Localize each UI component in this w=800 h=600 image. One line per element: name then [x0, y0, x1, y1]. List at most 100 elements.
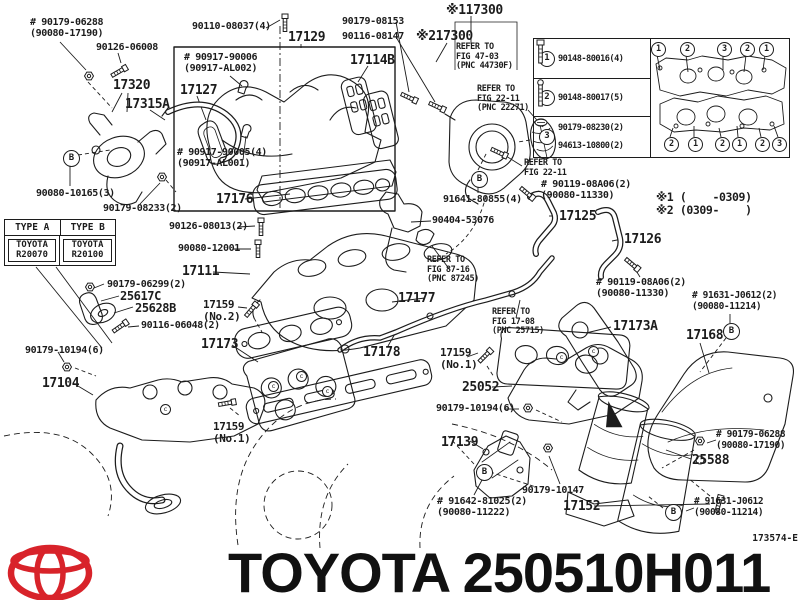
position-marker: 2 — [715, 137, 730, 152]
part-label: 90179-10194(6) — [25, 345, 104, 356]
water-bypass-pipe-drawing — [337, 255, 555, 354]
hex-bolt-icon — [537, 79, 544, 107]
legend-row: 1 90148-80016(4) — [534, 39, 650, 79]
part-label: 90179-10194(6) — [436, 403, 515, 414]
part-label: REFER TO FIG 47-03 (PNC 44730F) — [456, 42, 513, 72]
part-label: 90110-08037(4) — [192, 21, 271, 32]
part-label: 90179-06299(2) — [107, 279, 186, 290]
part-label: 17127 — [180, 83, 218, 98]
part-label: 17159 (No.2) — [203, 298, 241, 324]
part-label: REFER TO FIG 17-08 (PNC 25715) — [492, 307, 544, 337]
converter-25052-drawing — [507, 343, 650, 527]
position-marker: 2 — [680, 42, 695, 57]
part-label: 17320 — [113, 78, 151, 93]
part-label: 17315A — [125, 97, 170, 112]
part-label: 90126-06008 — [96, 42, 158, 53]
part-label: 17126 — [624, 232, 662, 247]
part-label: 90116-08147 — [342, 31, 404, 42]
hose-17126-drawing — [595, 207, 624, 280]
document-code: 173574-E — [752, 533, 798, 544]
bracket-17139-drawing — [473, 430, 531, 499]
part-label: 25628B — [135, 301, 176, 315]
gasket-25617c-drawing — [78, 292, 103, 325]
position-marker: 1 — [732, 137, 747, 152]
inset-box — [173, 46, 396, 212]
cast-mark: c — [588, 346, 599, 357]
position-marker: 3 — [717, 42, 732, 57]
position-marker: 3 — [772, 137, 787, 152]
part-label: 90126-08013(2) — [169, 221, 248, 232]
part-label: 90080-10165(3) — [36, 188, 115, 199]
stud-icon — [110, 318, 130, 335]
bolt-icon — [427, 99, 448, 114]
type-b-header: TYPE B — [70, 222, 105, 233]
position-marker: 2 — [755, 137, 770, 152]
nut-icon — [695, 436, 705, 446]
nut-icon — [523, 403, 533, 413]
part-label: 17125 — [559, 209, 597, 224]
part-label: 17152 — [563, 499, 601, 514]
part-label: 17104 — [42, 376, 80, 391]
stud-icon — [254, 239, 262, 258]
stud-icon — [257, 217, 265, 236]
toyota-emblem-icon — [7, 544, 93, 600]
part-label: 17178 — [363, 345, 401, 360]
gasket-17127-drawing — [197, 120, 228, 165]
part-drawings — [78, 46, 795, 534]
part-label: 90179-10147 — [522, 485, 584, 496]
part-label: ※217300 — [416, 29, 473, 44]
callout-b-marker: B — [665, 504, 682, 521]
part-label: # 91631-J0612 (90080-11214) — [694, 496, 764, 518]
bolt-icon — [623, 256, 642, 273]
part-label: 90116-06048(2) — [141, 320, 220, 331]
bolt-icon — [399, 90, 420, 105]
part-label: 90179-08153 — [342, 16, 404, 27]
part-label: ※1 ( -0309) — [656, 190, 752, 204]
legend-part-number: 94613-10800(2) — [558, 140, 624, 151]
part-label: 90404-53076 — [432, 215, 494, 226]
callout-b-marker: B — [471, 171, 488, 188]
cast-mark: c — [160, 404, 171, 415]
part-label: # 90917-90006 (90917-AL002) — [184, 52, 258, 75]
seal-washer-icon — [534, 118, 548, 127]
position-marker: 2 — [539, 89, 555, 106]
part-label: # 90179-06288 (90080-17190) — [30, 17, 104, 40]
part-label: # 90917-90005(4) (90917-AL001) — [177, 147, 267, 170]
stud-icon — [476, 346, 495, 365]
stud-icon — [217, 398, 237, 409]
water-outlet-drawing — [379, 191, 435, 273]
part-label: 17176 — [216, 192, 254, 207]
part-label: ※117300 — [446, 3, 503, 18]
gasket-17114b-drawing — [340, 76, 399, 150]
part-label: 90179-08233(2) — [103, 203, 182, 214]
callout-b-marker: B — [476, 464, 493, 481]
clip-drawing — [240, 124, 252, 139]
legend-row: 2 90148-80017(5) — [534, 79, 650, 117]
type-a-header: TYPE A — [5, 220, 61, 235]
part-label: 17173 — [201, 337, 239, 352]
gasket-17178-drawing — [245, 359, 433, 425]
part-label: ※2 (0309- ) — [656, 203, 752, 217]
cast-mark: c — [556, 352, 567, 363]
part-label: 17173A — [613, 319, 658, 334]
part-label: 17129 — [288, 30, 326, 45]
bolt-icon — [109, 63, 129, 79]
bolt-icon — [489, 145, 510, 160]
exhaust-manifold-left-drawing — [95, 377, 266, 515]
hose-17125-drawing — [527, 190, 558, 257]
legend-part-number: 90148-80017(5) — [558, 92, 624, 103]
stud-icon — [243, 300, 260, 319]
callout-b-marker: B — [723, 323, 740, 340]
part-label: REFER TO FIG 87-16 (PNC 87245) — [427, 255, 479, 285]
part-label: REFER TO FIG 22-11 — [524, 158, 567, 178]
gasket-right-exhaust-drawing — [496, 327, 631, 390]
clip-drawing — [237, 80, 249, 95]
egr-valve-drawing — [88, 112, 167, 206]
part-label: # 91642-81025(2) (90080-11222) — [437, 496, 527, 519]
cast-mark: c — [268, 381, 279, 392]
intake-manifold-lower-drawing — [251, 233, 477, 352]
